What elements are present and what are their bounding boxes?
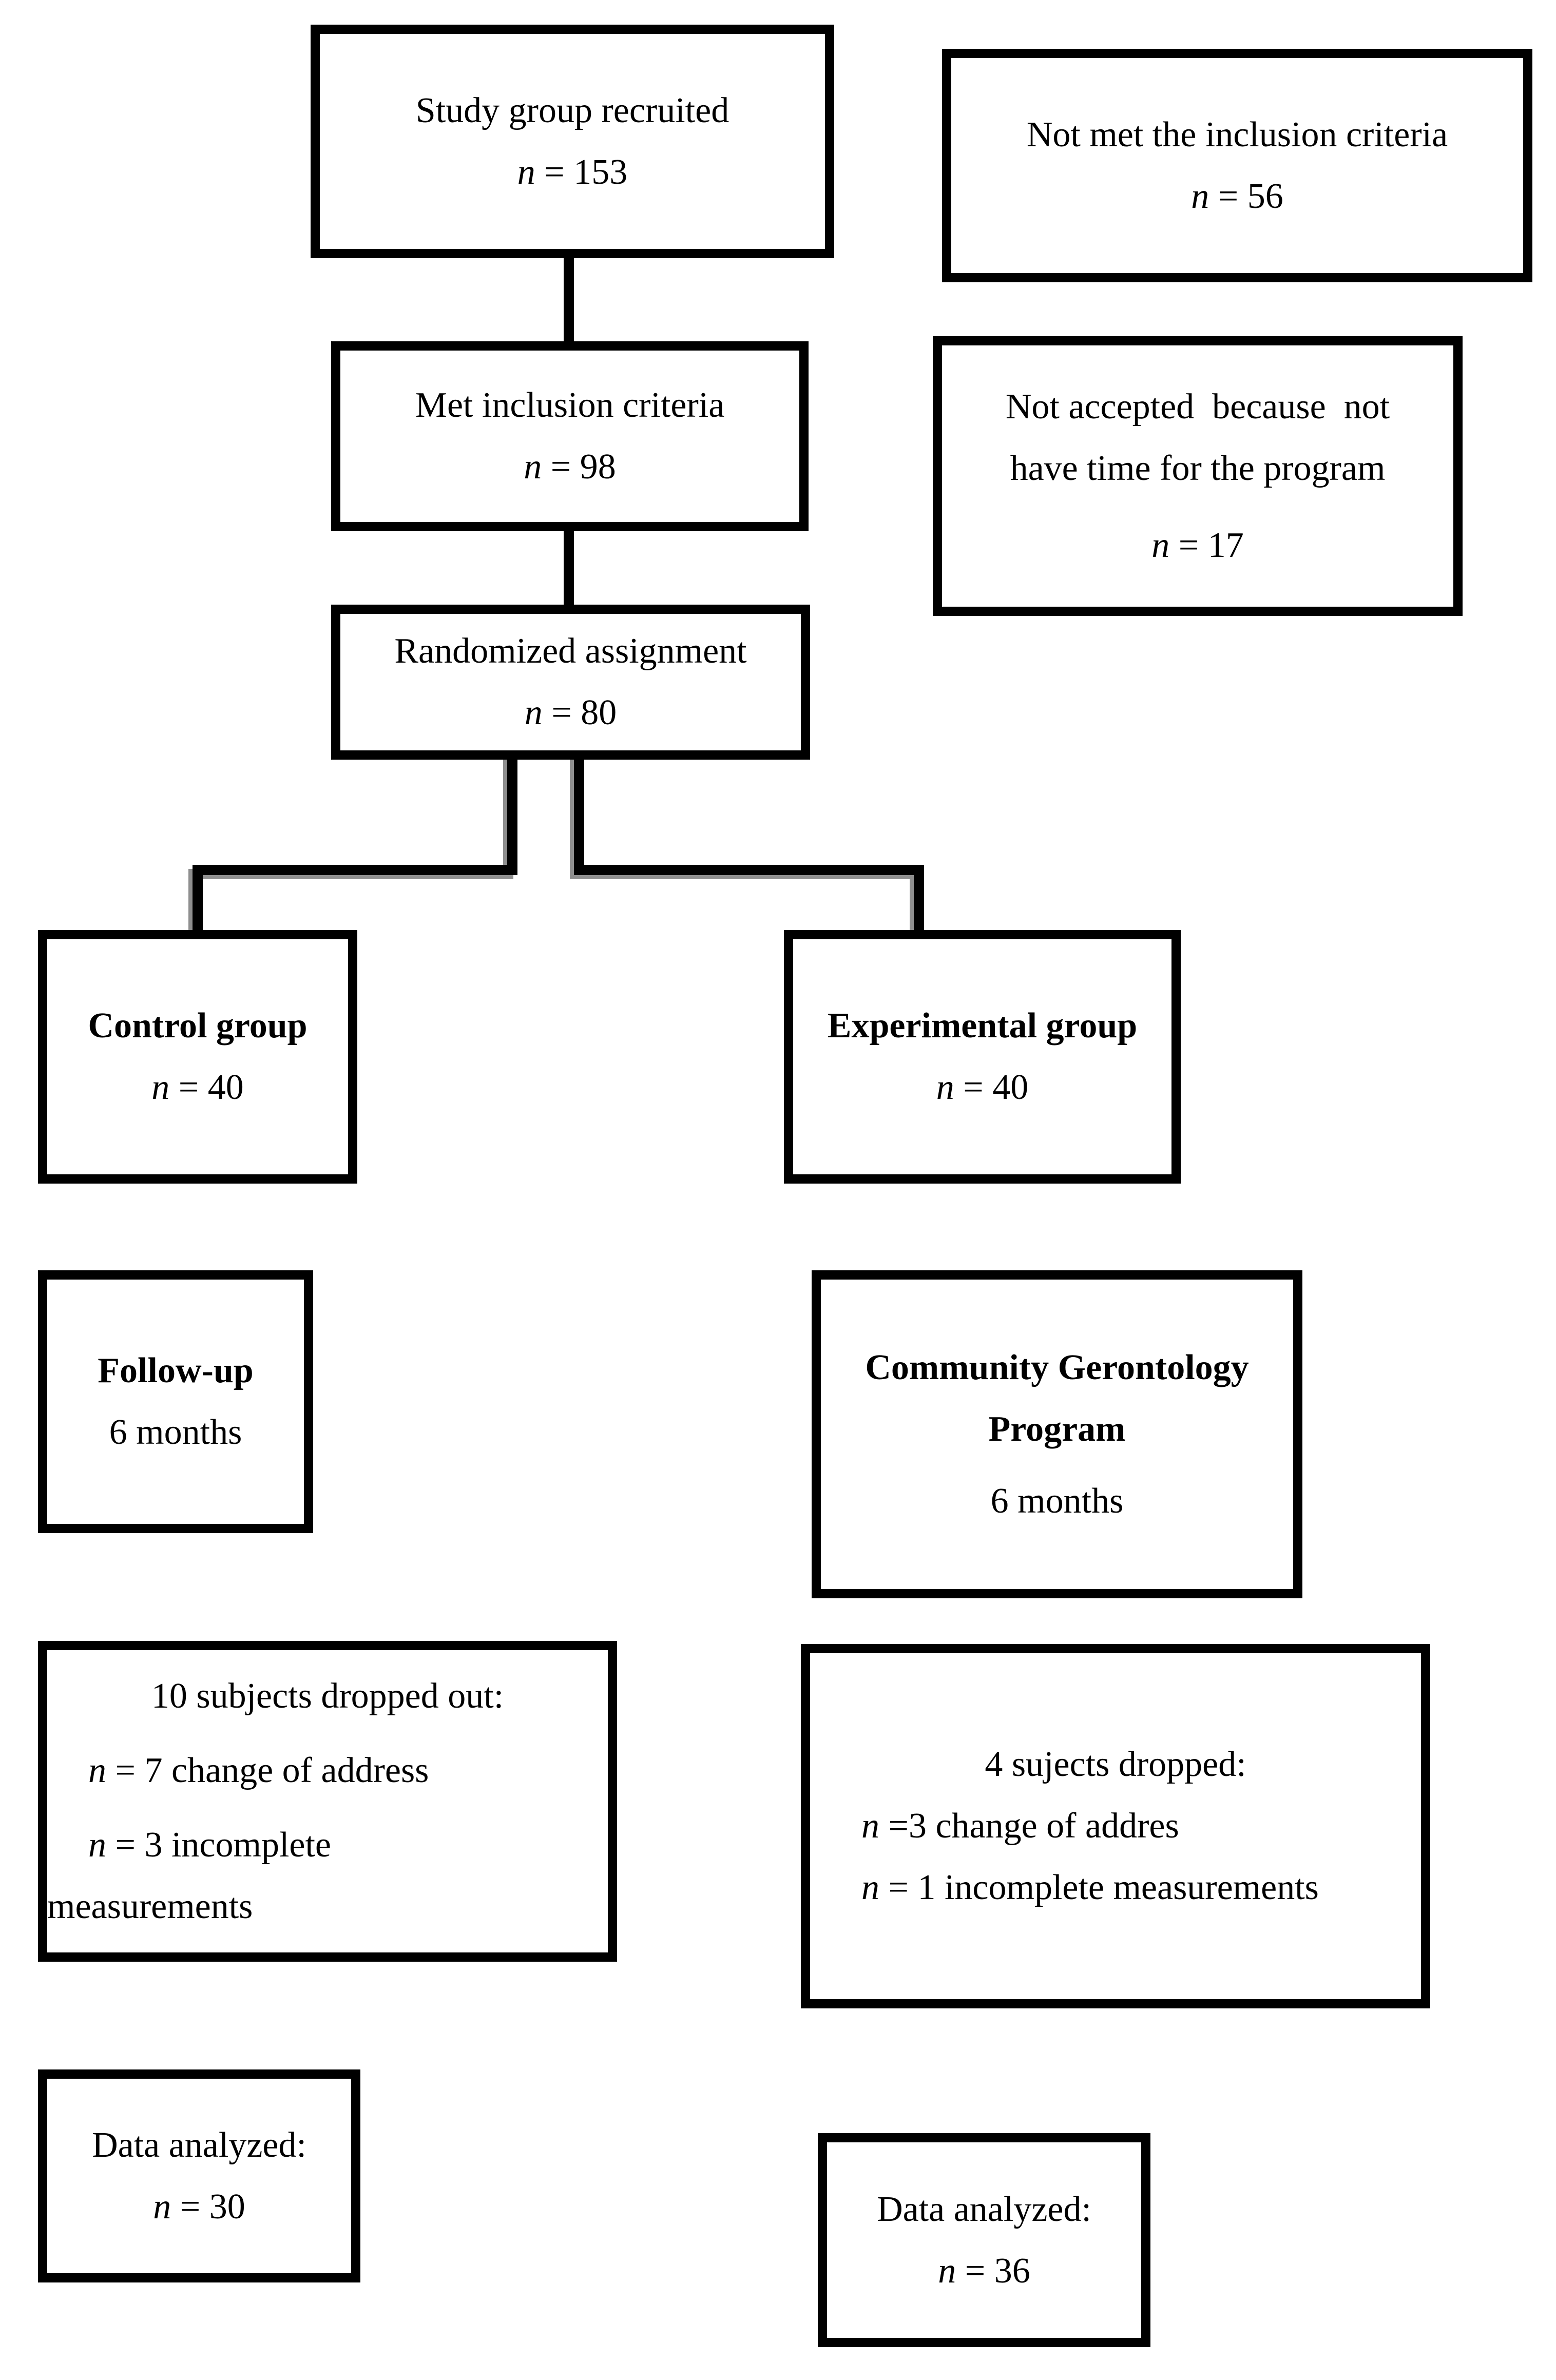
box-title-line: Experimental group: [827, 1006, 1138, 1046]
box-text-line: Not met the inclusion criteria: [1026, 114, 1448, 154]
randomized-assignment-box: Randomized assignment n = 80: [331, 605, 810, 760]
experimental-group-box: Experimental group n = 40: [784, 930, 1181, 1184]
connector-branch-left-horizontal: [193, 865, 517, 875]
box-title-line: Control group: [88, 1006, 308, 1046]
control-data-analyzed-box: Data analyzed: n = 30: [38, 2069, 360, 2282]
n-value-line: n = 36: [938, 2251, 1030, 2291]
control-dropout-box: 10 subjects dropped out: n = 7 change of…: [38, 1641, 617, 1962]
n-value-line: n = 153: [517, 152, 628, 192]
box-title-line: Follow-up: [98, 1351, 254, 1390]
n-value-line: n = 1 incomplete measurements: [861, 1868, 1319, 1907]
box-text-line: Not accepted because not: [1005, 386, 1390, 427]
box-title-line: Community Gerontology: [865, 1347, 1249, 1387]
box-text-line: 6 months: [990, 1481, 1124, 1521]
not-met-inclusion-criteria-box: Not met the inclusion criteria n = 56: [942, 49, 1532, 282]
n-value-line: n = 80: [524, 693, 617, 732]
box-text-line: Data analyzed:: [877, 2189, 1091, 2229]
box-title-line: Program: [988, 1409, 1126, 1449]
community-gerontology-program-box: Community Gerontology Program 6 months: [812, 1270, 1302, 1598]
connector-met-to-randomized: [564, 531, 574, 605]
n-value-line: n = 3 incomplete: [88, 1825, 331, 1865]
n-value-line: n = 98: [524, 447, 616, 487]
connector-drop-to-control: [193, 875, 203, 930]
met-inclusion-criteria-box: Met inclusion criteria n = 98: [331, 341, 809, 531]
follow-up-box: Follow-up 6 months: [38, 1270, 313, 1533]
box-text-line: 10 subjects dropped out:: [151, 1676, 504, 1716]
connector-branch-right-horizontal: [574, 865, 924, 875]
connector-study-to-met: [564, 258, 574, 341]
study-group-recruited-box: Study group recruited n = 153: [311, 25, 834, 258]
experimental-data-analyzed-box: Data analyzed: n = 36: [818, 2133, 1150, 2347]
box-text-line: 4 sujects dropped:: [985, 1745, 1246, 1784]
n-value-line: n = 40: [151, 1068, 244, 1107]
n-value-line: n = 40: [936, 1068, 1029, 1107]
box-text-line: measurements: [47, 1886, 253, 1926]
n-value-line: n = 17: [1151, 525, 1244, 565]
connector-drop-to-experimental: [914, 875, 924, 930]
not-accepted-box: Not accepted because not have time for t…: [933, 336, 1463, 616]
n-value-line: n =3 change of addres: [861, 1806, 1179, 1846]
control-group-box: Control group n = 40: [38, 930, 357, 1184]
box-text-line: 6 months: [109, 1412, 242, 1452]
connector-randomized-left-stub: [507, 760, 517, 875]
experimental-dropout-box: 4 sujects dropped: n =3 change of addres…: [801, 1644, 1430, 2008]
box-text-line: have time for the program: [1010, 448, 1386, 488]
box-text-line: Met inclusion criteria: [415, 385, 725, 425]
n-value-line: n = 56: [1191, 176, 1283, 216]
n-value-line: n = 7 change of address: [88, 1750, 429, 1790]
box-text-line: Randomized assignment: [394, 631, 747, 671]
n-value-line: n = 30: [153, 2186, 245, 2227]
connector-randomized-right-stub: [574, 760, 584, 875]
box-text-line: Data analyzed:: [92, 2125, 306, 2165]
box-text-line: Study group recruited: [415, 90, 729, 130]
